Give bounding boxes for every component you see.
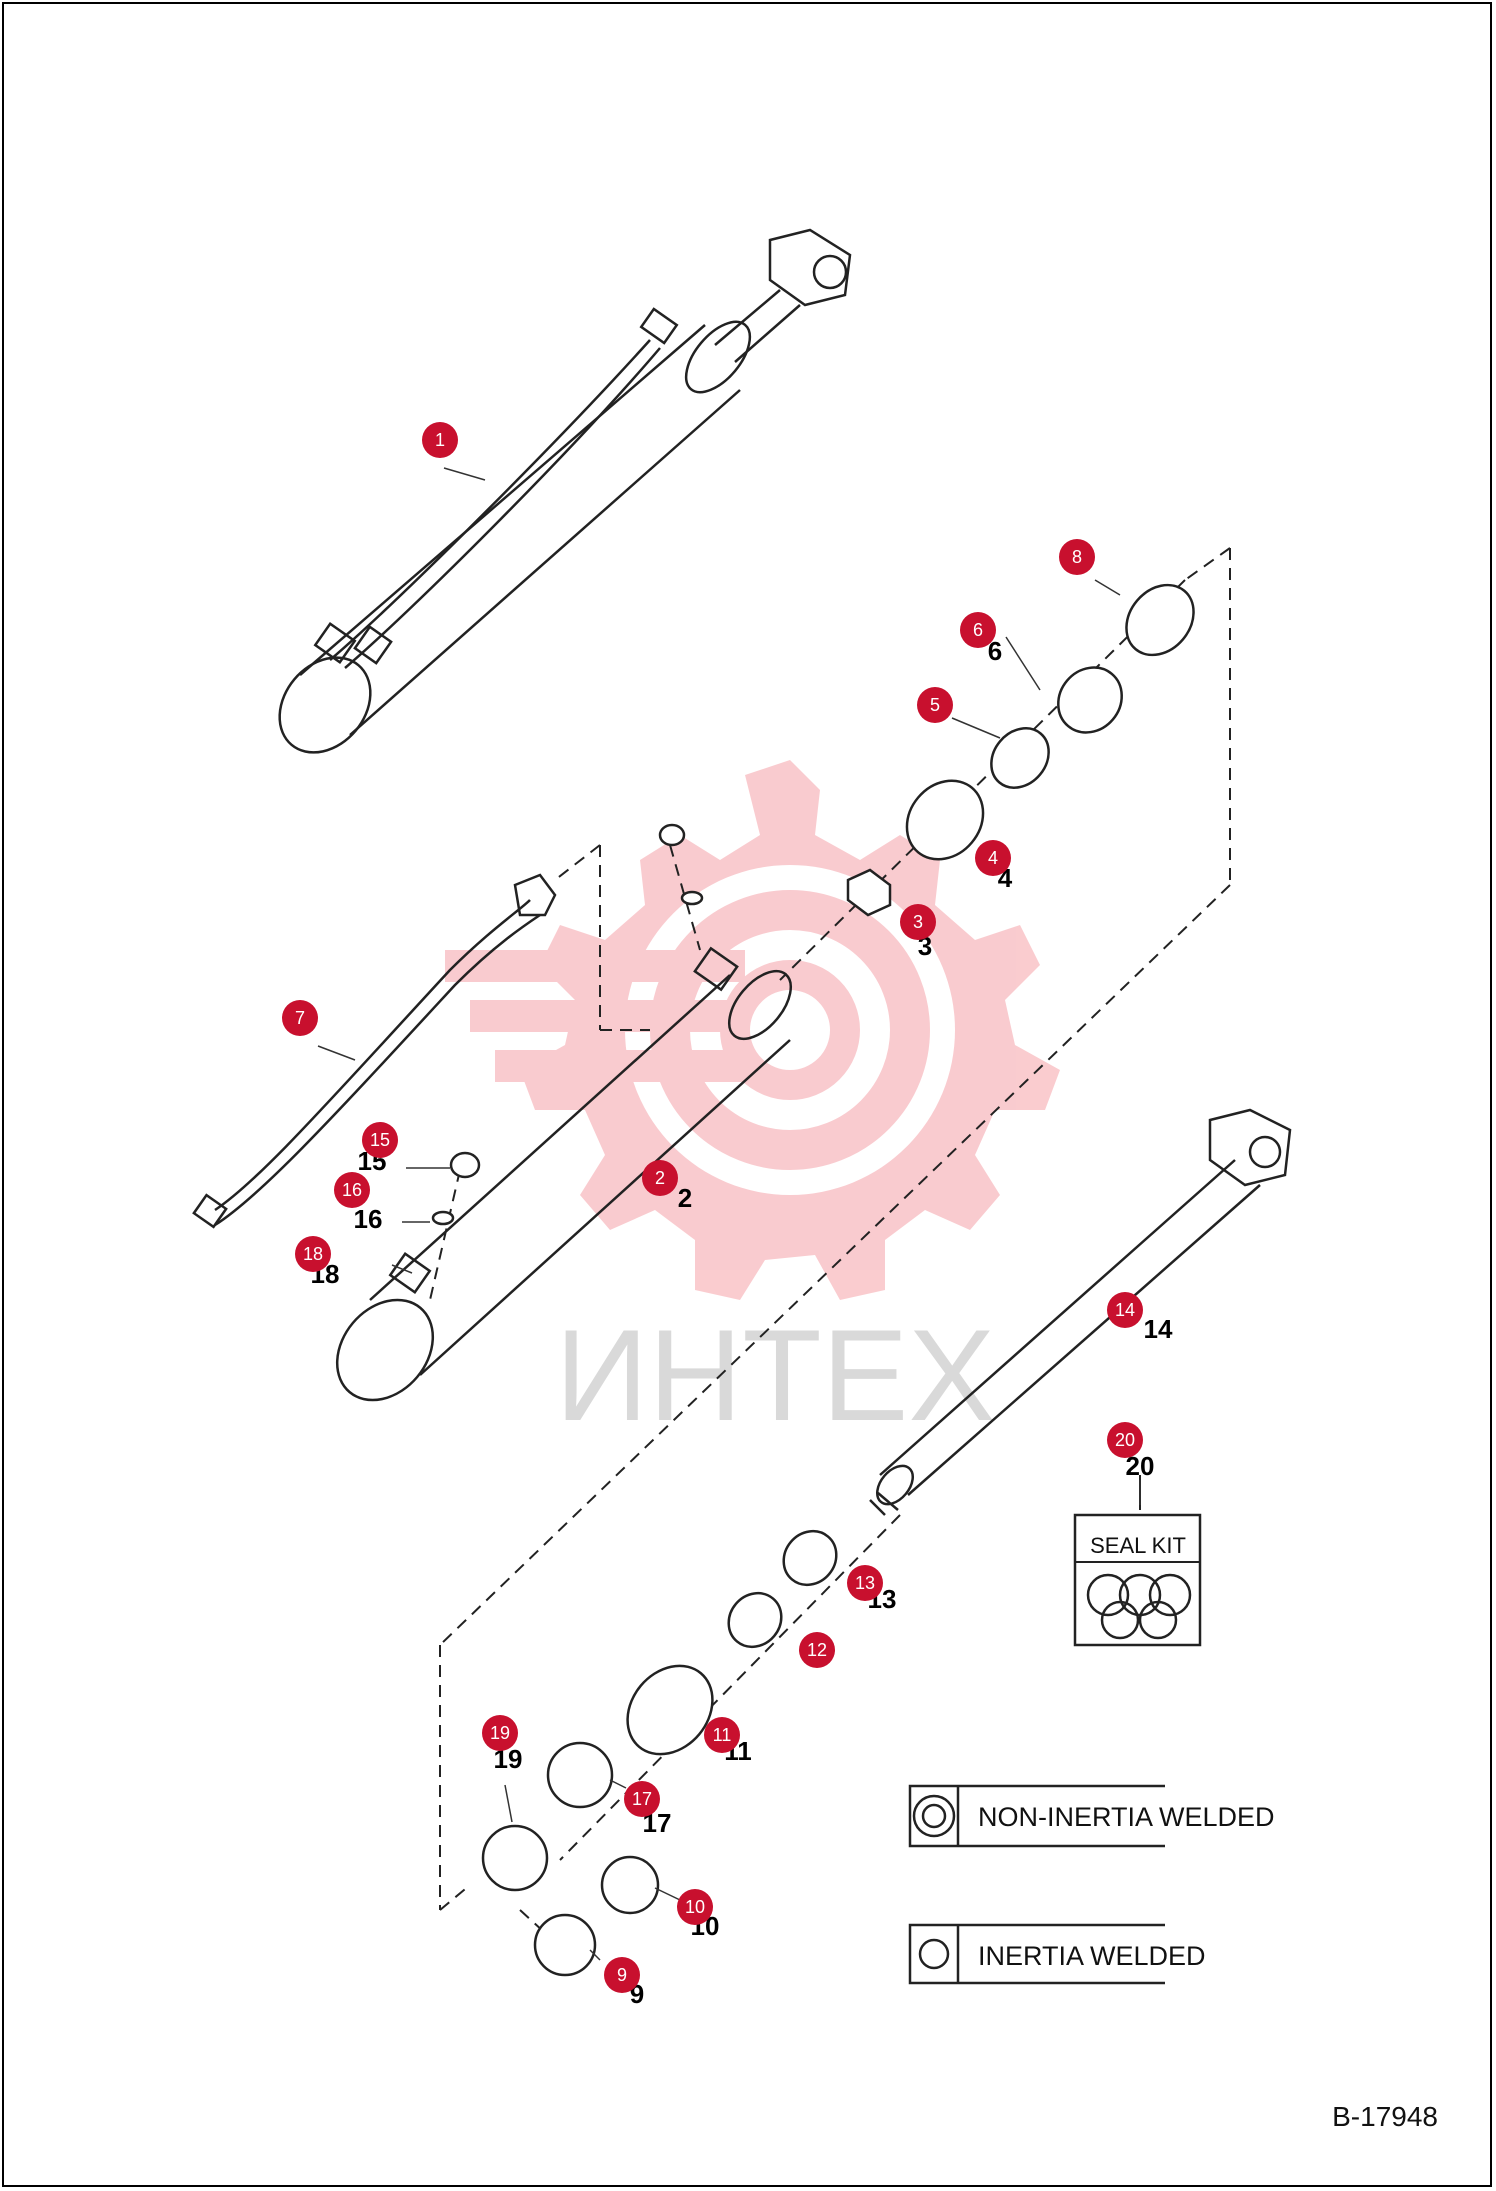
callout-number: 19: [490, 1723, 510, 1743]
callout-number: 20: [1115, 1430, 1135, 1450]
legend-non-inertia: NON-INERTIA WELDED: [908, 1784, 1275, 1848]
callout-number: 15: [370, 1130, 390, 1150]
callout-marker: [295, 1236, 331, 1272]
callout-number: 5: [930, 695, 940, 715]
callout-12: 12: [799, 1632, 835, 1668]
part-number-label: 16: [354, 1204, 383, 1234]
callout-20: 20: [1107, 1422, 1143, 1458]
callout-marker: [482, 1715, 518, 1751]
callout-marker: [642, 1160, 678, 1196]
callout-number: 17: [632, 1789, 652, 1809]
callout-marker: [900, 904, 936, 940]
part-14-rod: [869, 1108, 1292, 1516]
callout-number: 11: [713, 1725, 732, 1745]
callout-marker: [704, 1717, 740, 1753]
callout-marker: [799, 1632, 835, 1668]
callout-number: 3: [913, 912, 923, 932]
callout-13: 13: [847, 1565, 883, 1601]
callout-number: 8: [1072, 547, 1082, 567]
legend-label: INERTIA WELDED: [978, 1941, 1206, 1971]
seal-kit-title: SEAL KIT: [1090, 1533, 1186, 1558]
callout-number: 14: [1115, 1300, 1135, 1320]
callout-number: 6: [973, 620, 983, 640]
callout-number: 4: [988, 848, 998, 868]
part-7-tube: [192, 873, 557, 1229]
leader-line: [1005, 636, 1041, 691]
callout-number: 9: [617, 1965, 627, 1985]
callout-marker: [975, 840, 1011, 876]
callout-marker: [917, 687, 953, 723]
callout-number: 13: [855, 1573, 875, 1593]
callout-number: 10: [685, 1897, 705, 1917]
callout-number: 7: [295, 1008, 305, 1028]
legend-label: NON-INERTIA WELDED: [978, 1802, 1275, 1832]
callout-marker: [1059, 539, 1095, 575]
callout-11: 11: [704, 1717, 740, 1753]
callout-3: 3: [900, 904, 936, 940]
callout-5: 5: [917, 687, 953, 723]
drawing-number: B-17948: [1332, 2101, 1438, 2132]
callout-16: 16: [334, 1172, 370, 1208]
callout-number: 18: [303, 1244, 323, 1264]
callout-17: 17: [624, 1781, 660, 1817]
callout-1: 1: [422, 422, 458, 458]
callout-8: 8: [1059, 539, 1095, 575]
leader-line: [443, 467, 486, 481]
leader-lines: [317, 467, 1141, 1961]
callout-number: 1: [435, 430, 445, 450]
callout-marker: [422, 422, 458, 458]
callout-number: 12: [807, 1640, 827, 1660]
callout-marker: [624, 1781, 660, 1817]
callout-19: 19: [482, 1715, 518, 1751]
double-circle-icon: [912, 1794, 956, 1838]
part-number-label: 6: [988, 636, 1002, 666]
leader-line: [1094, 579, 1121, 596]
callout-marker: [334, 1172, 370, 1208]
callout-number: 16: [342, 1180, 362, 1200]
leader-line: [504, 1784, 513, 1823]
legend-inertia: INERTIA WELDED: [908, 1923, 1206, 1985]
assembly-dashed-lines: [429, 547, 1231, 1966]
part-number-label: 14: [1144, 1314, 1173, 1344]
callout-marker: [677, 1889, 713, 1925]
part-1-cylinder-assembly: [278, 228, 852, 754]
callout-number: 2: [655, 1168, 665, 1188]
callout-marker: [604, 1957, 640, 1993]
watermark-text: ИНТЕХ: [555, 1302, 995, 1448]
leader-line: [609, 1779, 627, 1789]
seal-kit-box: SEAL KIT: [1073, 1475, 1202, 1647]
part-number-label: 2: [678, 1183, 692, 1213]
callout-6: 6: [960, 612, 996, 648]
callout-7: 7: [282, 1000, 318, 1036]
callout-marker: [1107, 1292, 1143, 1328]
callout-4: 4: [975, 840, 1011, 876]
small-parts: [431, 583, 1195, 1977]
callout-9: 9: [604, 1957, 640, 1993]
callout-10: 10: [677, 1889, 713, 1925]
callout-marker: [847, 1565, 883, 1601]
callout-14: 14: [1107, 1292, 1143, 1328]
callout-marker: [960, 612, 996, 648]
leader-line: [589, 1949, 601, 1961]
callout-marker: [362, 1122, 398, 1158]
leader-line: [391, 1264, 413, 1274]
callout-marker: [1107, 1422, 1143, 1458]
callout-18: 18: [295, 1236, 331, 1272]
leader-line: [317, 1045, 356, 1061]
callout-marker: [282, 1000, 318, 1036]
legend: NON-INERTIA WELDED INERTIA WELDED: [908, 1784, 1275, 1985]
callout-15: 15: [362, 1122, 398, 1158]
leader-line: [654, 1887, 681, 1901]
callout-2: 2: [642, 1160, 678, 1196]
leader-line: [951, 717, 1001, 739]
single-circle-icon: [918, 1938, 950, 1970]
